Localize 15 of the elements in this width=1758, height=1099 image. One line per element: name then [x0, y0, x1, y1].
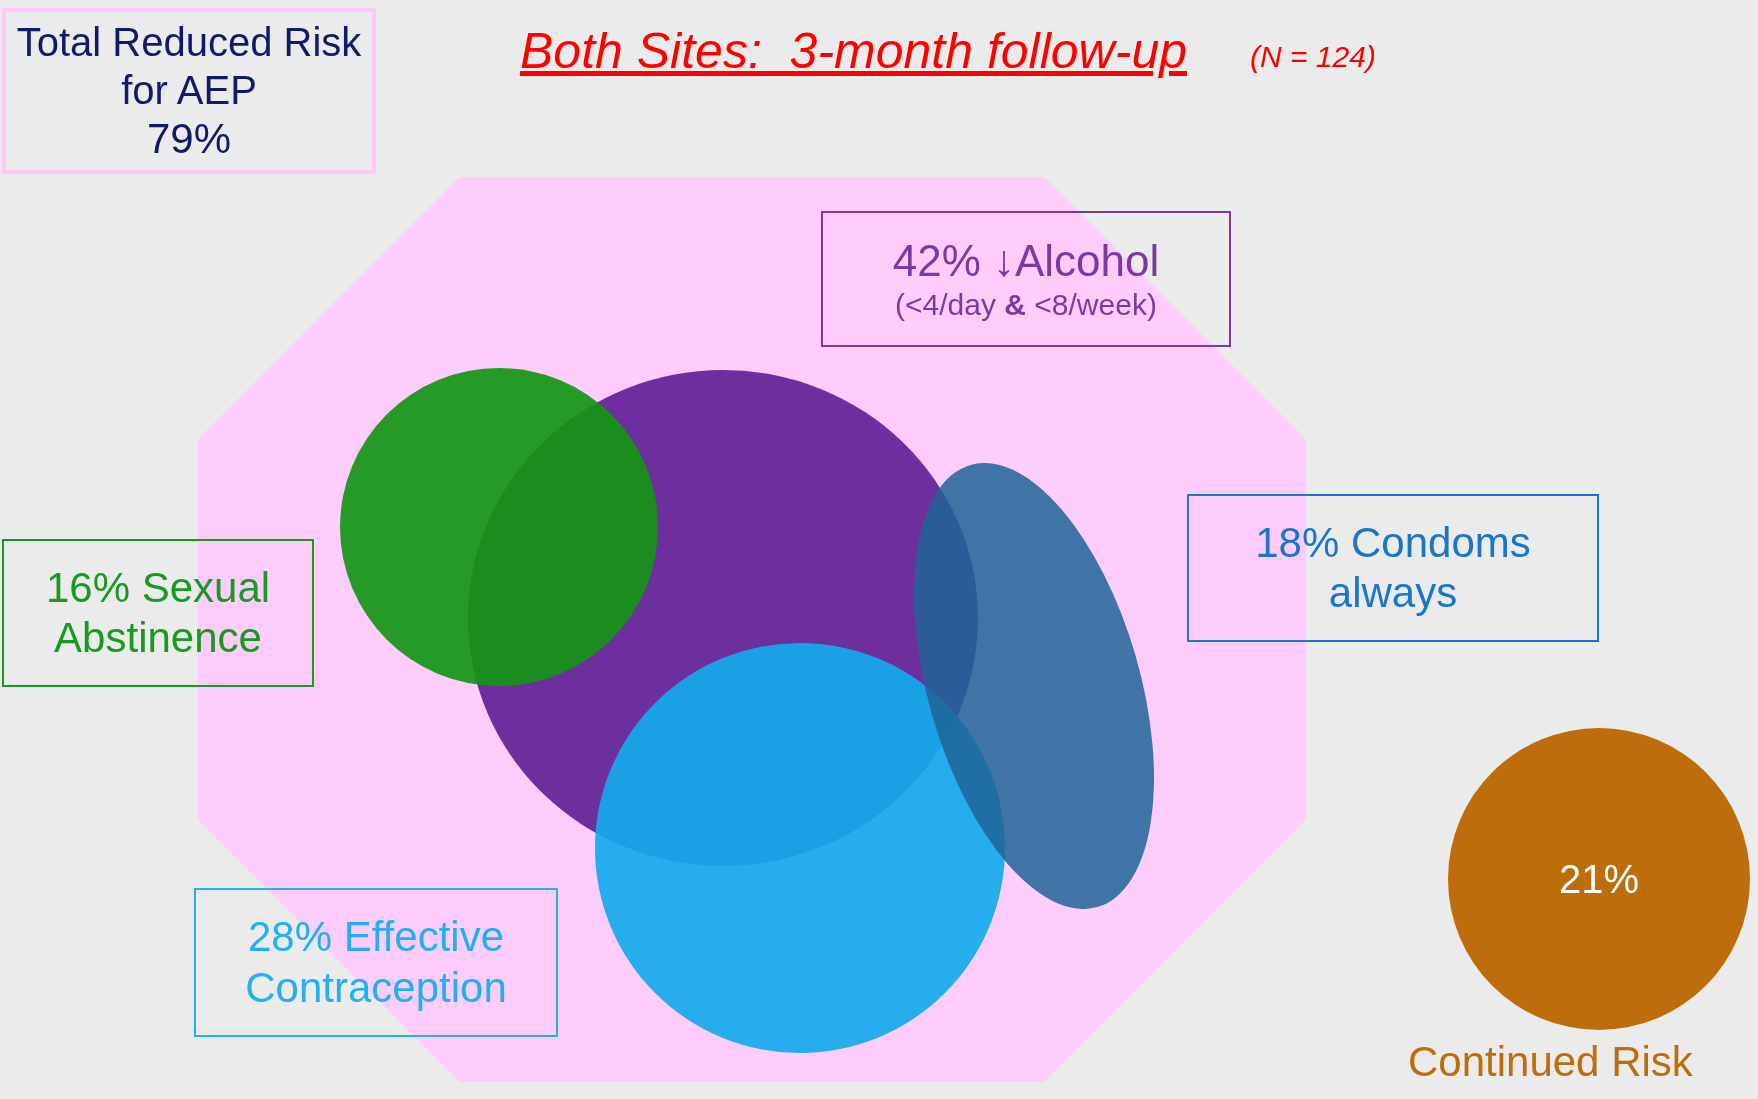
summary-box: [2, 8, 376, 174]
node-label: Continued Risk: [1408, 1038, 1693, 1086]
category-box: [1187, 494, 1599, 642]
sample-size-note: (N = 124): [1250, 40, 1376, 74]
box-text: 16% Sexual Abstinence: [44, 562, 272, 663]
title: Both Sites: 3-month follow-up: [520, 22, 1187, 80]
box-text: 18% Condoms always: [1254, 517, 1532, 618]
box-subtext: (<4/day & <8/week): [895, 287, 1157, 324]
category-box: [2, 539, 314, 687]
box-text: Total Reduced Risk for AEP: [15, 18, 363, 114]
ellipse-shape: [914, 463, 1154, 909]
box-text: 21%: [1558, 856, 1640, 903]
box-subtext: 79%: [146, 113, 232, 164]
box-text: 42% ↓Alcohol: [892, 234, 1160, 287]
box-text: 28% Effective Contraception: [244, 912, 508, 1013]
